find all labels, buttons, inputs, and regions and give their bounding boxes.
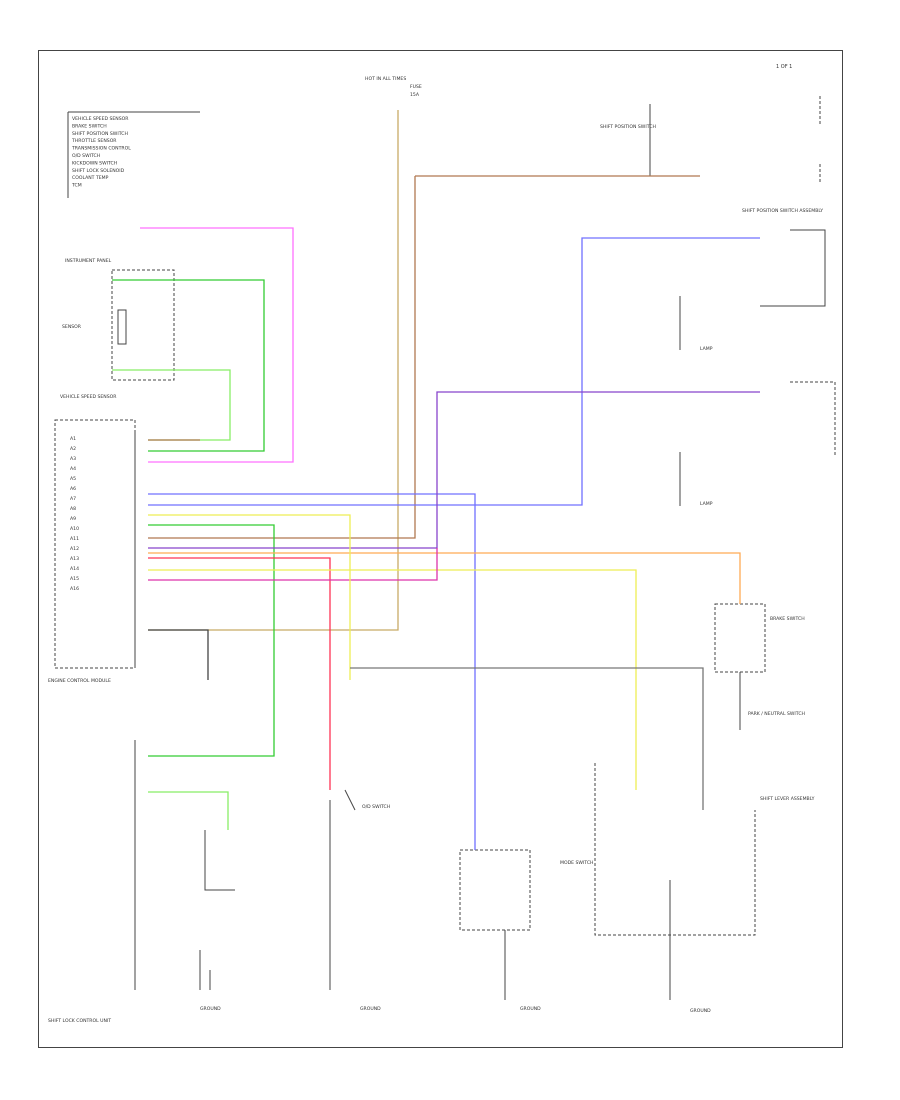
label-mode: MODE SWITCH xyxy=(560,860,594,866)
label-shiftlever: SHIFT LEVER ASSEMBLY xyxy=(760,796,815,802)
ecm-pin-15: A16 xyxy=(70,586,79,592)
ecm-pin-3: A4 xyxy=(70,466,76,472)
wire-blue-2 xyxy=(148,237,760,506)
note-line-9: TCM xyxy=(71,183,82,189)
sensor-element xyxy=(117,309,127,345)
switch-box-1 xyxy=(760,229,826,307)
top-source-0: HOT IN ALL TIMES xyxy=(365,76,406,82)
ecm-pin-4: A5 xyxy=(70,476,76,482)
note-line-5: O/D SWITCH xyxy=(72,153,100,159)
wire-gray xyxy=(350,667,704,810)
wire-brown-main xyxy=(148,175,700,539)
label-lower: SHIFT LOCK CONTROL UNIT xyxy=(48,1018,111,1024)
label-park: PARK / NEUTRAL SWITCH xyxy=(748,711,805,717)
note-line-2: SHIFT POSITION SWITCH xyxy=(72,131,128,137)
label-ground-4: GROUND xyxy=(690,1008,711,1014)
page-id: 1 OF 1 xyxy=(776,64,792,70)
label-ground-2: GROUND xyxy=(360,1006,381,1012)
top-source-1: FUSE xyxy=(410,84,422,90)
ecm-box xyxy=(54,419,136,669)
wire-green-panel xyxy=(112,279,265,452)
brake-switch-box xyxy=(714,603,766,673)
wire-red xyxy=(148,557,331,790)
wire-lightgreen-low xyxy=(148,791,229,830)
wire-magenta xyxy=(148,548,438,581)
top-source-2: 15A xyxy=(410,92,420,98)
wire-black-ground xyxy=(148,629,209,680)
diagram-frame xyxy=(38,50,843,1048)
ecm-pin-1: A2 xyxy=(70,446,76,452)
wire-yellow-2 xyxy=(148,514,351,680)
label-od: O/D SWITCH xyxy=(362,804,390,810)
label-vss: VEHICLE SPEED SENSOR xyxy=(60,394,117,400)
label-lamp-1: LAMP xyxy=(700,346,713,352)
instrument-panel-box xyxy=(111,269,175,381)
ecm-pin-8: A9 xyxy=(70,516,76,522)
note-line-7: SHIFT LOCK SOLENOID xyxy=(72,168,125,174)
shift-lever-box xyxy=(594,763,756,936)
ecm-pin-0: A1 xyxy=(70,436,76,442)
label-lamp-2: LAMP xyxy=(700,501,713,507)
label-ground-3: GROUND xyxy=(520,1006,541,1012)
label-ecm: ENGINE CONTROL MODULE xyxy=(48,678,111,684)
ecm-pin-14: A15 xyxy=(70,576,79,582)
ecm-pin-7: A8 xyxy=(70,506,76,512)
ecm-pin-2: A3 xyxy=(70,456,76,462)
ecm-pin-13: A14 xyxy=(70,566,79,572)
ecm-pin-11: A12 xyxy=(70,546,79,552)
note-line-1: BRAKE SWITCH xyxy=(72,123,107,129)
wire-blue-1 xyxy=(148,493,476,850)
note-line-3: THROTTLE SENSOR xyxy=(71,138,117,144)
label-instrument: INSTRUMENT PANEL xyxy=(65,258,112,264)
right-module-bracket xyxy=(649,104,700,177)
wire-purple xyxy=(148,391,760,549)
label-sensor: SENSOR xyxy=(62,324,82,330)
ecm-pin-6: A7 xyxy=(70,496,76,502)
label-ground-1: GROUND xyxy=(200,1006,221,1012)
ecm-pin-12: A13 xyxy=(70,556,79,562)
wire-tan-vertical xyxy=(148,110,399,631)
note-line-6: KICKDOWN SWITCH xyxy=(72,160,117,166)
mode-switch-box xyxy=(459,849,531,931)
note-line-0: VEHICLE SPEED SENSOR xyxy=(72,116,129,122)
wire-orange xyxy=(148,552,741,604)
notes-box xyxy=(67,111,200,198)
label-unit: SHIFT POSITION SWITCH xyxy=(600,124,656,130)
ecm-pin-5: A6 xyxy=(70,486,76,492)
label-module: SHIFT POSITION SWITCH ASSEMBLY xyxy=(742,208,823,214)
wire-yellow xyxy=(148,569,637,790)
ecm-pin-10: A11 xyxy=(70,536,79,542)
note-line-4: TRANSMISSION CONTROL xyxy=(71,146,131,152)
note-line-8: COOLANT TEMP xyxy=(72,175,109,181)
label-brake: BRAKE SWITCH xyxy=(770,616,805,622)
wire-green-low xyxy=(148,524,275,757)
wire-pink-top xyxy=(140,227,294,463)
ecm-pin-9: A10 xyxy=(70,526,79,532)
